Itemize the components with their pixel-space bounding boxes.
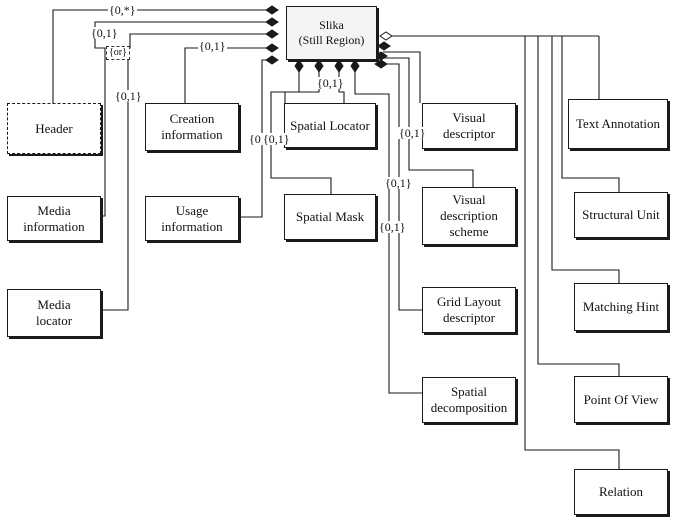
composition-diamond-visual-description-scheme xyxy=(374,51,388,61)
composition-diamond-spatial-mask xyxy=(314,59,324,73)
box-creation-information-line1: Creation xyxy=(169,111,215,126)
box-visual-description-scheme: Visual description scheme xyxy=(422,187,516,245)
box-spatial-mask-label: Spatial Mask xyxy=(295,209,365,224)
box-point-of-view-label: Point Of View xyxy=(583,391,659,407)
box-visual-description-scheme-line1: Visual xyxy=(452,192,486,207)
connector-point-of-view xyxy=(537,36,620,376)
box-grid-layout-descriptor-line2: descriptor xyxy=(443,310,495,325)
box-matching-hint-label: Matching Hint xyxy=(582,299,660,314)
box-text-annotation: Text Annotation xyxy=(568,99,668,149)
box-grid-layout-descriptor: Grid Layout descriptor xyxy=(422,287,516,333)
box-spatial-mask: Spatial Mask xyxy=(284,194,376,240)
box-header: Header xyxy=(7,103,101,154)
box-visual-descriptor-line1: Visual xyxy=(452,110,486,125)
connector-relation xyxy=(524,36,620,469)
multiplicity-media-information: {0,1} xyxy=(90,26,119,40)
connector-spatial-locator xyxy=(284,72,300,103)
multiplicity-visual-descriptor: {0,1} xyxy=(398,126,427,140)
root-subtitle: (Still Region) xyxy=(298,33,365,47)
box-relation-label: Relation xyxy=(598,484,644,499)
box-spatial-locator-label: Spatial Locator xyxy=(290,117,370,133)
multiplicity-grid-layout-descriptor: {0,1} xyxy=(378,220,407,234)
multiplicity-spatial-locator: {0,1} xyxy=(316,76,345,90)
box-matching-hint: Matching Hint xyxy=(574,283,668,331)
box-visual-descriptor-line2: descriptor xyxy=(443,126,495,141)
box-visual-description-scheme-line3: scheme xyxy=(449,224,489,239)
box-media-information-line1: Media xyxy=(37,202,71,218)
connector-structural-unit xyxy=(561,36,620,192)
multiplicity-media-locator: {0,1} xyxy=(114,89,143,103)
box-point-of-view: Point Of View xyxy=(574,376,668,423)
or-constraint: {or} xyxy=(106,46,130,60)
connector-spatial-decomposition xyxy=(354,72,422,394)
multiplicity-visual-description-scheme: {0,1} xyxy=(384,176,413,190)
root-title: Slika xyxy=(319,18,344,32)
box-media-information-line2: information xyxy=(23,218,85,234)
composition-diamond-creation-information xyxy=(265,43,279,53)
composition-diamond-spatial-locator xyxy=(294,59,304,73)
composition-diamond-media-locator xyxy=(265,29,279,39)
multiplicity-spatial-mask: {0,1} xyxy=(262,132,291,146)
composition-diamond-header xyxy=(265,5,279,15)
box-spatial-decomposition-line1: Spatial xyxy=(450,384,488,399)
composition-diamond-spatial-locator-b xyxy=(334,59,344,73)
composition-diamond-usage-information xyxy=(265,55,279,65)
box-grid-layout-descriptor-line1: Grid Layout xyxy=(437,294,501,309)
box-media-information: Media information xyxy=(7,196,101,241)
composition-diamond-spatial-decomposition xyxy=(350,59,360,73)
box-header-label: Header xyxy=(35,120,73,136)
connector-creation-information xyxy=(184,47,278,103)
connector-matching-hint xyxy=(551,36,620,283)
box-media-locator: Media locator xyxy=(7,289,101,337)
connector-media-information xyxy=(94,21,278,217)
box-creation-information-line2: information xyxy=(161,127,223,142)
multiplicity-usage-information: {0 xyxy=(248,132,262,146)
box-media-locator-line1: Media xyxy=(37,297,71,312)
box-usage-information-line2: information xyxy=(161,218,223,234)
box-creation-information: Creation information xyxy=(145,103,239,151)
root-box-slika: Slika (Still Region) xyxy=(286,6,377,60)
box-media-locator-line2: locator xyxy=(35,313,73,328)
box-spatial-decomposition-line2: decomposition xyxy=(430,400,508,415)
connector-media-locator xyxy=(101,33,278,311)
multiplicity-creation-information: {0,1} xyxy=(198,39,227,53)
box-relation: Relation xyxy=(574,469,668,515)
box-usage-information-line1: Usage xyxy=(175,202,209,218)
connector-header xyxy=(52,9,278,103)
box-text-annotation-label: Text Annotation xyxy=(576,116,660,131)
composition-diamond-media-information xyxy=(265,17,279,27)
aggregation-diamond-bus xyxy=(379,31,393,41)
box-spatial-decomposition: Spatial decomposition xyxy=(422,377,516,423)
composition-diamond-visual-descriptor xyxy=(377,41,391,51)
connector-visual-descriptor xyxy=(383,51,421,103)
box-spatial-locator: Spatial Locator xyxy=(284,103,376,148)
multiplicity-header: {0,*} xyxy=(108,3,137,17)
box-visual-description-scheme-line2: description xyxy=(440,208,498,223)
box-visual-descriptor: Visual descriptor xyxy=(422,103,516,149)
box-usage-information: Usage information xyxy=(145,196,239,241)
composition-diamond-grid-layout xyxy=(374,59,388,69)
box-structural-unit-label: Structural Unit xyxy=(582,207,660,222)
box-structural-unit: Structural Unit xyxy=(574,192,668,238)
connector-visual-description-scheme xyxy=(381,57,474,187)
